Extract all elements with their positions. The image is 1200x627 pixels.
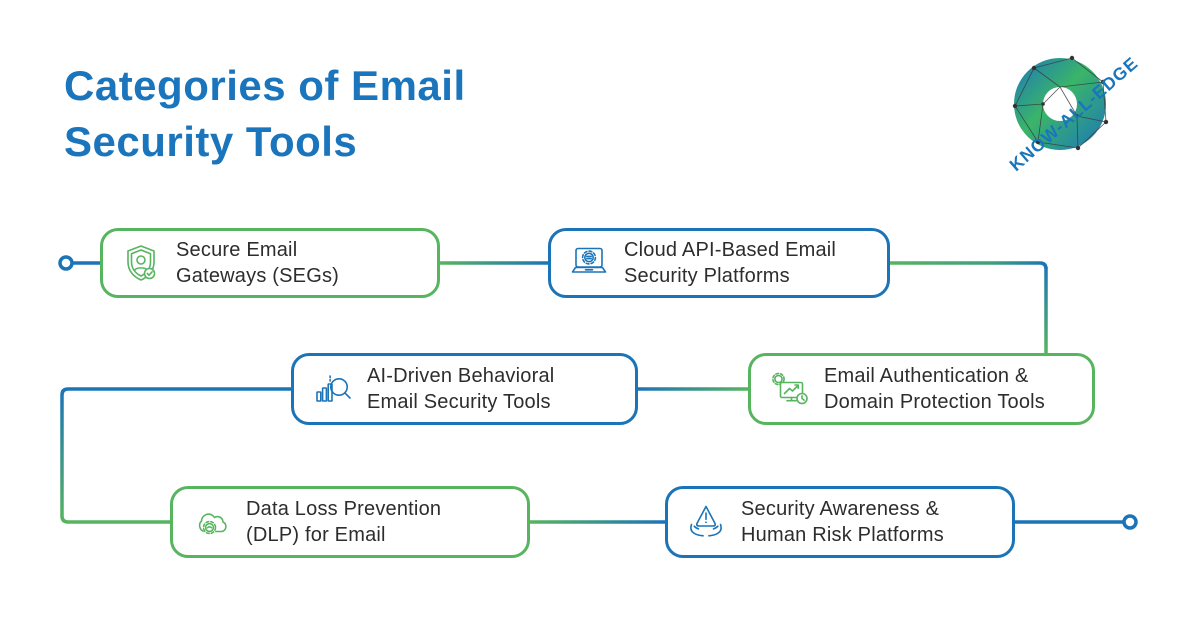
node-ai-behavioral-tools: AI-Driven Behavioral Email Security Tool… [291, 353, 638, 425]
node-cloud-api-platforms: Cloud API-Based Email Security Platforms [548, 228, 890, 298]
flow-end-circle [1122, 514, 1138, 530]
knowalledge-logo: KNOW-ALL-EDGE [1006, 53, 1142, 175]
node-email-authentication: Email Authentication & Domain Protection… [748, 353, 1095, 425]
page-title-line2: Security Tools [64, 117, 358, 165]
node-label: AI-Driven Behavioral Email Security Tool… [367, 365, 555, 413]
node-label: Email Authentication & Domain Protection… [824, 365, 1046, 413]
shield-user-check-icon [127, 245, 156, 281]
laptop-gear-icon [571, 247, 607, 273]
monitor-gear-clock-icon [772, 372, 808, 405]
chart-magnifier-icon [316, 375, 351, 402]
node-label: Data Loss Prevention (DLP) for Email [246, 498, 442, 546]
torus-mark [1012, 55, 1109, 151]
cloud-gear-icon [198, 513, 227, 535]
node-label: Security Awareness & Human Risk Platform… [741, 498, 944, 546]
node-label: Secure Email Gateways (SEGs) [176, 239, 340, 287]
node-secure-email-gateways: Secure Email Gateways (SEGs) [100, 228, 440, 298]
flow-start-circle [58, 255, 74, 271]
page-title: Categories of Email Security Tools [64, 58, 466, 170]
page-title-line1: Categories of Email [64, 62, 466, 109]
node-dlp-for-email: Data Loss Prevention (DLP) for Email [170, 486, 530, 558]
node-label: Cloud API-Based Email Security Platforms [624, 239, 837, 287]
node-security-awareness: Security Awareness & Human Risk Platform… [665, 486, 1015, 558]
hands-shield-alert-icon [690, 505, 722, 537]
